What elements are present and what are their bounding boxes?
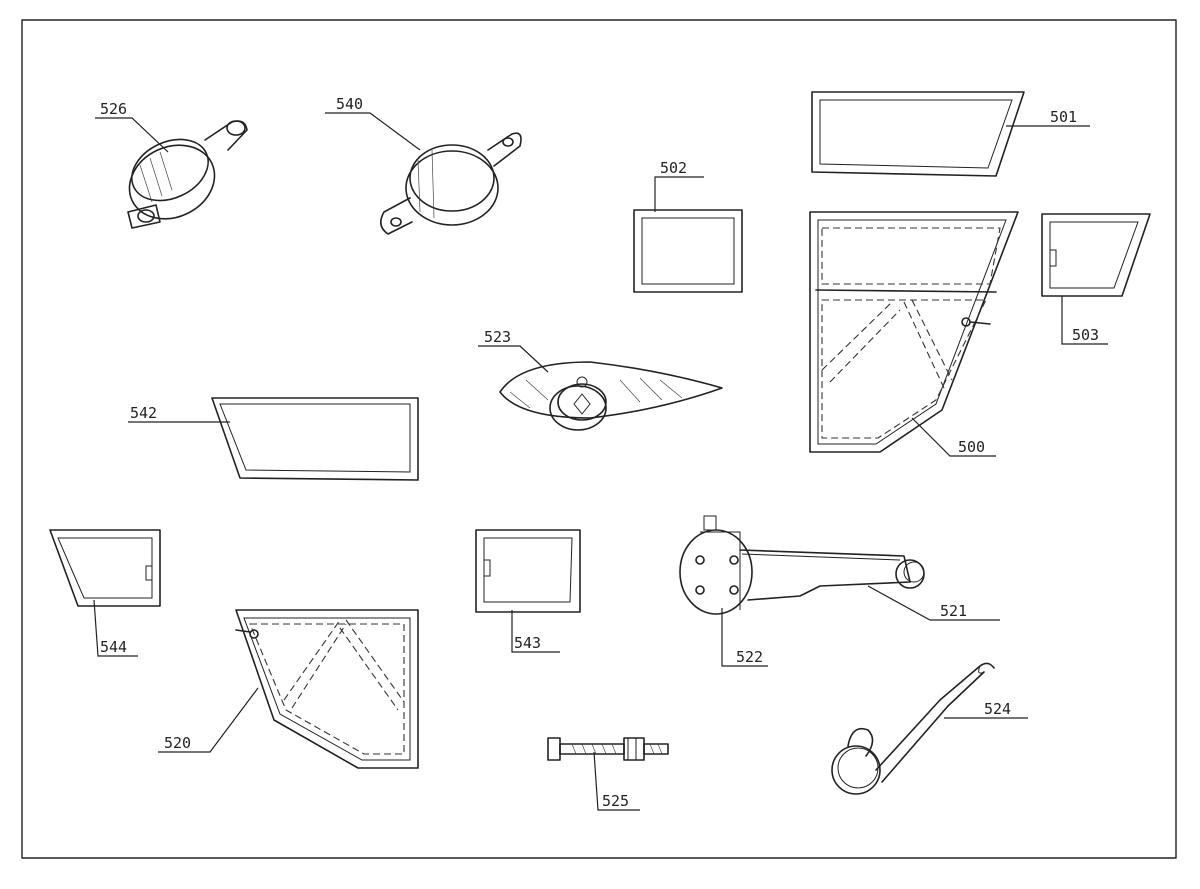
part-520-panel [235, 609, 419, 769]
part-521-pin [895, 559, 925, 589]
leader-544 [93, 599, 138, 657]
label-502: 502 [660, 159, 687, 177]
part-501-frame [811, 91, 1025, 177]
label-540: 540 [336, 95, 363, 113]
part-524-spring [831, 662, 995, 795]
leader-543 [511, 610, 560, 653]
part-542-frame [211, 397, 419, 481]
part-500-door [809, 211, 1019, 453]
label-525: 525 [602, 792, 629, 810]
leader-540 [325, 112, 421, 151]
part-544-frame [49, 529, 161, 607]
sheet-border [21, 19, 1177, 859]
label-522: 522 [736, 648, 763, 666]
leader-526 [95, 117, 169, 153]
part-502-frame [633, 209, 743, 293]
label-542: 542 [130, 404, 157, 422]
part-525-bolt [547, 737, 669, 761]
leader-521 [867, 585, 1000, 621]
leader-523 [478, 345, 549, 373]
part-522-hinge-arm [679, 515, 911, 615]
label-521: 521 [940, 602, 967, 620]
label-503: 503 [1072, 326, 1099, 344]
part-543-frame [475, 529, 581, 613]
leader-522 [721, 608, 768, 667]
leader-525 [593, 751, 640, 811]
label-501: 501 [1050, 108, 1077, 126]
leader-520 [158, 687, 259, 753]
label-500: 500 [958, 438, 985, 456]
label-543: 543 [514, 634, 541, 652]
leader-500 [911, 417, 996, 457]
label-524: 524 [984, 700, 1011, 718]
part-526-clamp [127, 120, 248, 229]
part-540-clamp [380, 132, 522, 235]
label-523: 523 [484, 328, 511, 346]
label-544: 544 [100, 638, 127, 656]
label-520: 520 [164, 734, 191, 752]
leader-502 [654, 176, 704, 212]
part-523-emblem [499, 361, 723, 431]
label-526: 526 [100, 100, 127, 118]
part-503-frame [1041, 213, 1151, 297]
leader-503 [1061, 296, 1108, 345]
